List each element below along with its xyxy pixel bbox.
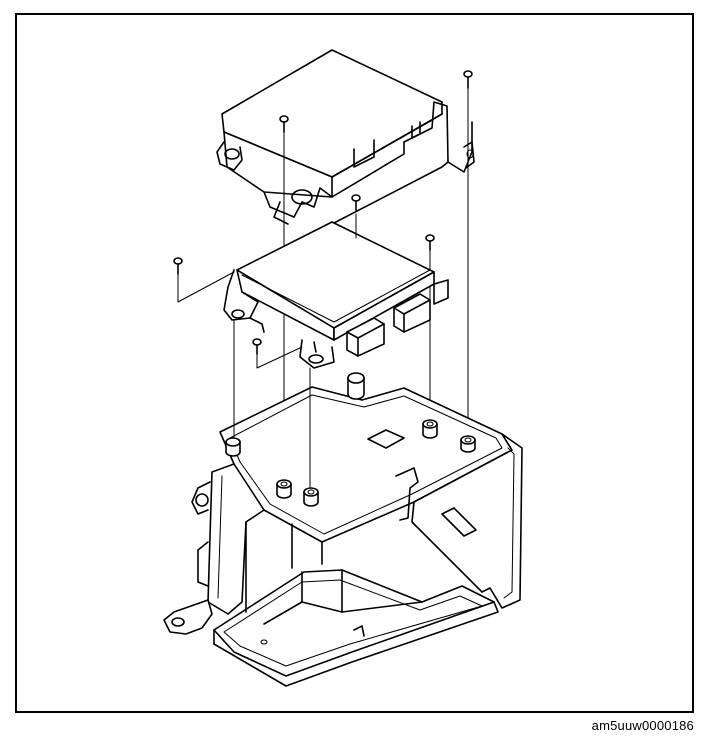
standoff-3 (276, 479, 292, 499)
standoff-2 (460, 435, 476, 453)
standoff-4 (303, 487, 319, 507)
standoff-5 (225, 437, 241, 457)
bolt-6 (252, 338, 303, 369)
bolt-1 (463, 70, 473, 431)
control-module (223, 221, 449, 369)
diagram-frame (15, 13, 694, 713)
upper-cover (216, 49, 475, 225)
mounting-bracket (163, 223, 523, 687)
figure-id-label: am5uuw0000186 (591, 718, 694, 733)
standoff-1 (422, 419, 438, 439)
bolt-5 (173, 257, 235, 303)
bolt-4 (425, 234, 435, 421)
exploded-view-drawing (163, 49, 523, 687)
bolt-3 (351, 194, 361, 225)
